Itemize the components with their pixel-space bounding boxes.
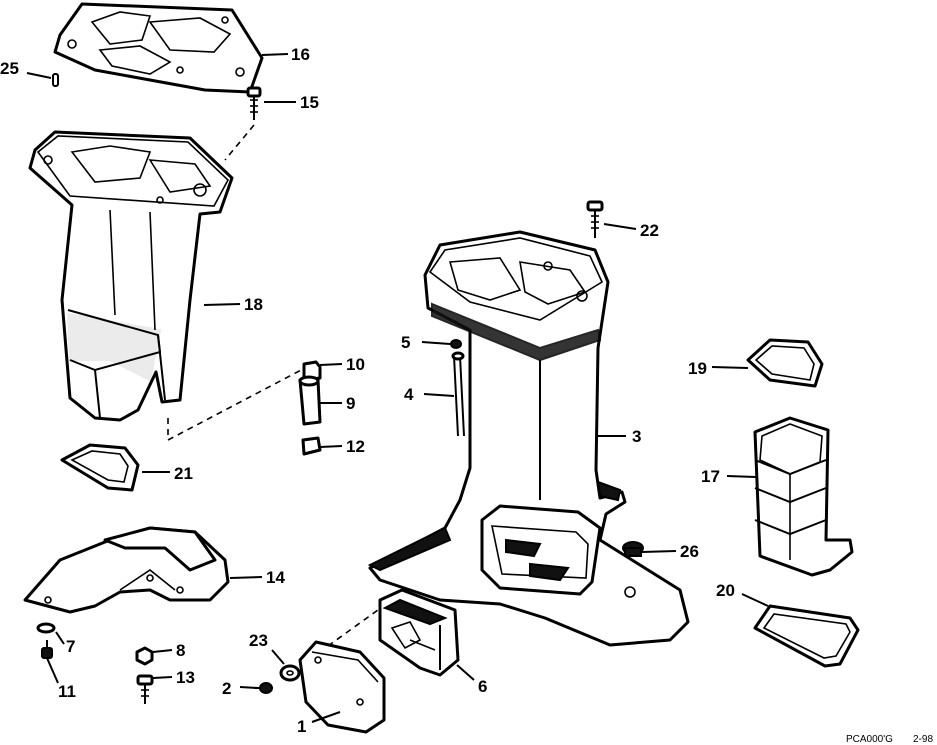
callout-23: 23 (249, 631, 268, 650)
figure-date: 2-98 (913, 734, 933, 745)
callout-25: 25 (0, 59, 19, 78)
callout-3: 3 (632, 427, 641, 446)
callout-1: 1 (297, 717, 306, 736)
grommet-5 (450, 339, 462, 349)
callout-9: 9 (346, 394, 355, 413)
callout-4: 4 (404, 385, 414, 404)
figure-code: PCA000'G (846, 734, 893, 745)
mount-6 (378, 588, 460, 677)
callout-6: 6 (478, 677, 487, 696)
bolt-15 (246, 86, 262, 120)
grommet-12 (301, 436, 322, 456)
exhaust-tube-17 (753, 416, 854, 577)
bolt-13 (136, 674, 154, 704)
callout-15: 15 (300, 93, 319, 112)
callout-labels: 25 16 15 18 10 9 12 21 14 7 11 8 13 23 2… (0, 45, 735, 736)
callout-26: 26 (680, 542, 699, 561)
callout-13: 13 (176, 668, 195, 687)
gasket-20 (753, 604, 860, 668)
callout-12: 12 (346, 437, 365, 456)
anti-ventilation-plate-14 (23, 526, 230, 614)
gasket-19 (746, 338, 824, 388)
pin-25 (52, 73, 59, 87)
callout-8: 8 (176, 641, 185, 660)
gasket-16 (53, 2, 264, 94)
leader-lines (26, 53, 769, 723)
callout-20: 20 (716, 581, 735, 600)
nut-8 (135, 646, 154, 666)
screw-2 (254, 682, 273, 694)
washer-23 (279, 664, 301, 682)
bolt-22 (586, 200, 604, 238)
callout-21: 21 (174, 464, 193, 483)
cover-plate-1 (298, 640, 386, 734)
washer-7 (36, 622, 56, 634)
midsection-housing-3 (367, 230, 690, 647)
callout-16: 16 (291, 45, 310, 64)
callout-11: 11 (58, 682, 76, 701)
callout-18: 18 (244, 295, 263, 314)
callout-2: 2 (222, 679, 231, 698)
callout-22: 22 (640, 221, 659, 240)
callout-5: 5 (401, 333, 410, 352)
exhaust-housing-18 (28, 130, 234, 422)
screw-11 (41, 640, 53, 659)
tube-9 (298, 375, 322, 426)
callout-19: 19 (688, 359, 707, 378)
callout-14: 14 (266, 568, 285, 587)
callout-7: 7 (66, 637, 75, 656)
stud-4 (451, 351, 465, 437)
callout-10: 10 (346, 355, 365, 374)
gasket-21 (60, 443, 140, 492)
plug-26 (622, 541, 644, 557)
callout-17: 17 (701, 467, 720, 486)
